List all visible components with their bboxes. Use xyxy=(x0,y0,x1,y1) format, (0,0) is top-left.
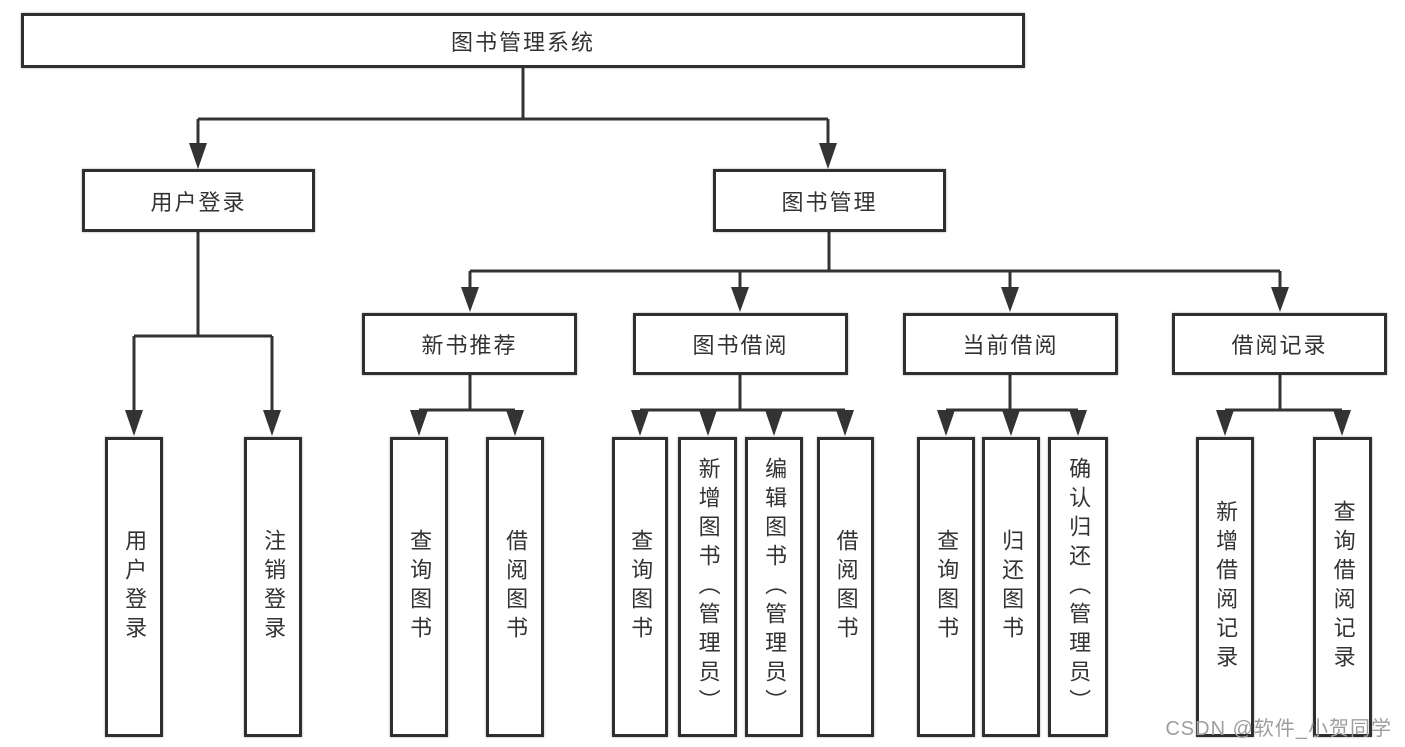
node-label: 新增借阅记录 xyxy=(1213,500,1239,674)
arrowhead-icon xyxy=(819,143,837,169)
node-label: 图书借阅 xyxy=(692,333,789,358)
arrowhead-icon xyxy=(1002,410,1020,436)
node-logout: 注销登录 xyxy=(244,437,302,737)
arrowhead-icon xyxy=(699,410,717,436)
node-label: 图书管理 xyxy=(781,189,878,215)
node-user-login: 用户登录 xyxy=(82,169,315,232)
csdn-watermark: CSDN @软件_小贺同学 xyxy=(1165,718,1392,740)
node-label: 借阅图书 xyxy=(503,529,529,645)
arrowhead-icon xyxy=(1271,287,1289,312)
arrowhead-icon xyxy=(731,287,749,312)
node-label: 借阅记录 xyxy=(1231,333,1328,358)
node-new-book-recommend: 新书推荐 xyxy=(362,313,577,375)
node-query-borrow-record: 查询借阅记录 xyxy=(1313,437,1372,737)
node-label: 新增图书（管理员） xyxy=(695,456,721,718)
node-borrow-books-1: 借阅图书 xyxy=(486,437,544,737)
arrowhead-icon xyxy=(1001,287,1019,312)
node-edit-book-admin: 编辑图书（管理员） xyxy=(745,437,803,737)
node-label: 查询图书 xyxy=(934,529,960,645)
node-confirm-return-admin: 确认归还（管理员） xyxy=(1048,437,1108,737)
node-library-management-system: 图书管理系统 xyxy=(21,13,1025,68)
arrowhead-icon xyxy=(765,410,783,436)
node-book-borrowing: 图书借阅 xyxy=(633,313,848,375)
node-label: 新书推荐 xyxy=(421,333,518,358)
node-label: 当前借阅 xyxy=(962,333,1059,358)
arrowhead-icon xyxy=(836,410,854,436)
arrowhead-icon xyxy=(1069,410,1087,436)
node-label: 归还图书 xyxy=(999,529,1025,645)
node-user-login-leaf: 用户登录 xyxy=(105,437,163,737)
arrowhead-icon xyxy=(506,410,524,436)
node-label: 确认归还（管理员） xyxy=(1066,456,1092,718)
arrowhead-icon xyxy=(631,410,649,436)
node-label: 查询借阅记录 xyxy=(1330,500,1356,674)
arrowhead-icon xyxy=(461,287,479,312)
node-book-management: 图书管理 xyxy=(713,169,946,232)
node-label: 查询图书 xyxy=(628,529,654,645)
node-label: 用户登录 xyxy=(150,189,247,215)
node-add-book-admin: 新增图书（管理员） xyxy=(678,437,737,737)
node-borrow-books-2: 借阅图书 xyxy=(817,437,874,737)
node-label: 用户登录 xyxy=(122,529,148,645)
arrowhead-icon xyxy=(1333,410,1351,436)
arrowhead-icon xyxy=(189,143,207,169)
node-current-borrowing: 当前借阅 xyxy=(903,313,1118,375)
node-add-borrow-record: 新增借阅记录 xyxy=(1196,437,1254,737)
node-label: 查询图书 xyxy=(407,529,433,645)
node-query-books-1: 查询图书 xyxy=(390,437,448,737)
arrowhead-icon xyxy=(1216,410,1234,436)
node-label: 借阅图书 xyxy=(833,529,859,645)
node-label: 注销登录 xyxy=(261,529,287,645)
node-query-books-2: 查询图书 xyxy=(612,437,668,737)
node-label: 图书管理系统 xyxy=(450,29,595,55)
node-return-books: 归还图书 xyxy=(982,437,1040,737)
arrowhead-icon xyxy=(410,410,428,436)
node-label: 编辑图书（管理员） xyxy=(762,456,788,718)
arrowhead-icon xyxy=(937,410,955,436)
arrowhead-icon xyxy=(263,410,281,436)
node-borrow-records: 借阅记录 xyxy=(1172,313,1387,375)
node-query-books-3: 查询图书 xyxy=(917,437,975,737)
arrowhead-icon xyxy=(125,410,143,436)
